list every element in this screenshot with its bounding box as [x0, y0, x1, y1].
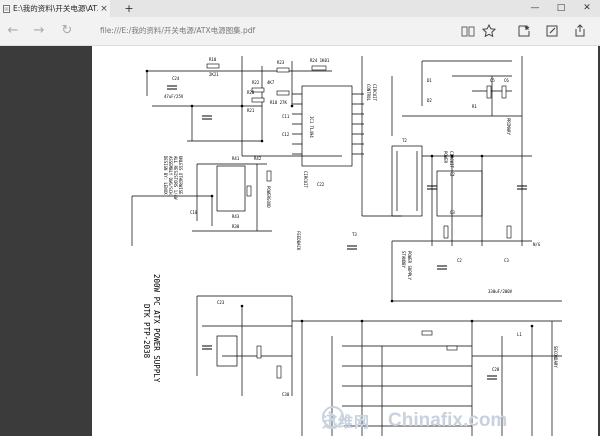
label-r43: R43	[232, 214, 240, 219]
label-q3: Q3	[450, 210, 455, 215]
label-c22: C22	[317, 182, 325, 187]
label-r1: R1	[472, 104, 477, 109]
label-powergood: POWERGOOD	[266, 186, 271, 208]
label-control-circuit: CIRCUIT	[372, 84, 377, 101]
tab-bar: E:\我的资料\开关电源\ATX × + — □ ✕	[0, 0, 600, 17]
schematic-title-line-1: 200W PC ATX POWER SUPPLY	[152, 274, 161, 383]
favorites-hub-icon[interactable]	[516, 23, 532, 39]
label-c5: C5	[490, 78, 495, 83]
label-r41: R41	[232, 156, 240, 161]
label-cap-330uf: 330uF/200V	[488, 289, 513, 294]
label-r10-value: 2K21	[209, 72, 219, 77]
share-icon[interactable]	[572, 23, 588, 39]
schematic-title-line-2: DTK PTP-2038	[142, 304, 151, 359]
label-power: POWER	[443, 151, 448, 164]
note-line-1: DESIGN BY: LENOX	[163, 156, 168, 195]
label-c18: C18	[190, 210, 198, 215]
label-l1: L1	[517, 332, 522, 337]
label-c2: C2	[457, 258, 462, 263]
minimize-button[interactable]: —	[530, 3, 540, 13]
label-c30: C30	[282, 392, 290, 397]
back-button[interactable]: ←	[7, 23, 19, 38]
label-r20: R20	[247, 90, 255, 95]
label-ng: N/G	[533, 242, 541, 247]
label-d2: D2	[427, 98, 432, 103]
label-r42: R42	[254, 156, 262, 161]
label-t3: T3	[352, 232, 357, 237]
label-r22: R22	[252, 80, 260, 85]
label-r10: R10	[209, 57, 217, 62]
reading-view-icon[interactable]	[460, 23, 476, 39]
note-line-4: UNLESS OTHERWISE	[178, 156, 183, 195]
label-c24-value: 47uF/25V	[164, 94, 184, 99]
note-line-3: ALL RESISTORS 1/4W	[173, 156, 178, 200]
watermark-english: Chinafix.com	[388, 410, 508, 431]
label-r23: R23	[277, 60, 285, 65]
tab-close-icon[interactable]: ×	[100, 3, 108, 14]
label-t2: T2	[402, 138, 407, 143]
web-note-icon[interactable]	[544, 23, 560, 39]
favorite-star-icon[interactable]	[481, 23, 497, 39]
label-r22-value: 4K7	[267, 80, 275, 85]
label-r21: R21	[247, 108, 255, 113]
address-bar[interactable]: file:///E:/我的资料/开关电源/ATX电源图集.pdf	[100, 26, 256, 35]
navigation-bar: ← → ↻ file:///E:/我的资料/开关电源/ATX电源图集.pdf	[0, 17, 600, 46]
forward-button[interactable]: →	[33, 23, 45, 38]
tab-title: E:\我的资料\开关电源\ATX	[13, 4, 98, 13]
label-d1: D1	[427, 78, 432, 83]
label-power-supply: POWER SUPPLY	[407, 251, 412, 280]
chinafix-logo-icon	[322, 406, 344, 428]
label-r24: R24 1K01	[310, 58, 330, 63]
note-line-2: ASSEMBLY DWG/SCH.	[168, 156, 173, 197]
maximize-button[interactable]: □	[556, 3, 566, 13]
label-c23: C23	[217, 300, 225, 305]
pdf-file-icon	[3, 4, 10, 13]
label-feedback: FEEDBACK	[296, 231, 301, 251]
browser-tab[interactable]: E:\我的资料\开关电源\ATX ×	[0, 0, 110, 17]
pdf-viewer[interactable]: R10 2K21 R22 4K7 R23 R24 1K01 C24 47uF/2…	[0, 46, 600, 436]
label-c11: C11	[282, 114, 290, 119]
label-c24: C24	[172, 76, 180, 81]
refresh-button[interactable]: ↻	[61, 23, 73, 38]
new-tab-button[interactable]: +	[124, 2, 134, 15]
label-r30: R30	[232, 224, 240, 229]
label-q2: Q2	[450, 172, 455, 177]
label-c12: C12	[282, 132, 290, 137]
label-standby: STANDBY	[401, 251, 406, 268]
schematic-diagram: R10 2K21 R22 4K7 R23 R24 1K01 C24 47uF/2…	[131, 56, 562, 436]
watermark: 迅维网 Chinafix.com	[322, 406, 598, 436]
pdf-page: R10 2K21 R22 4K7 R23 R24 1K01 C24 47uF/2…	[92, 46, 598, 436]
label-primary: PRIMARY	[506, 118, 511, 135]
label-powergood-circuit: CIRCUIT	[303, 171, 308, 188]
close-window-button[interactable]: ✕	[583, 3, 591, 13]
label-r18: R18 27K	[270, 100, 287, 105]
label-power-circuit: CIRCUIT	[449, 151, 454, 168]
label-control: CONTROL	[366, 84, 371, 101]
label-ic1: IC1 TL494	[309, 116, 314, 138]
label-c6: C6	[504, 78, 509, 83]
label-c28: C28	[492, 367, 500, 372]
label-secondary: SECONDARY	[553, 346, 558, 368]
label-c3: C3	[504, 258, 509, 263]
